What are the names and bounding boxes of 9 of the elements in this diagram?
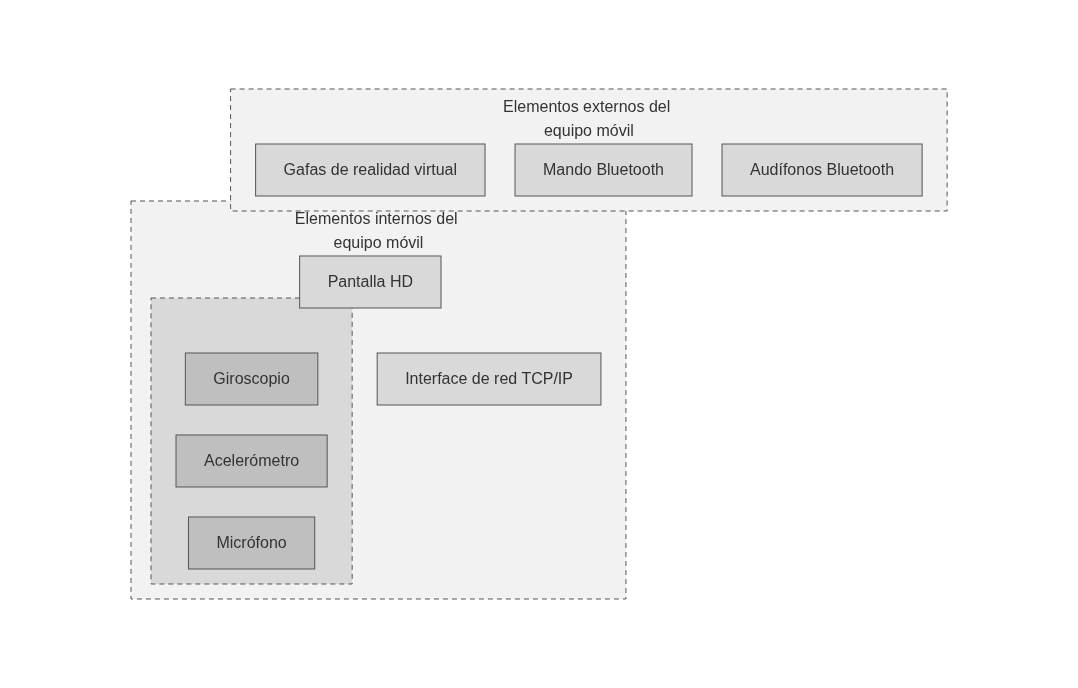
node-box: Mando Bluetooth <box>514 143 693 197</box>
cluster <box>150 297 353 585</box>
node-box: Acelerómetro <box>175 434 328 488</box>
node-box: Audífonos Bluetooth <box>721 143 923 197</box>
node-box: Pantalla HD <box>299 255 442 309</box>
node-box: Interface de red TCP/IP <box>376 352 602 406</box>
node-box: Micrófono <box>187 516 316 570</box>
node-box: Giroscopio <box>184 352 319 406</box>
node-box: Gafas de realidad virtual <box>255 143 486 197</box>
